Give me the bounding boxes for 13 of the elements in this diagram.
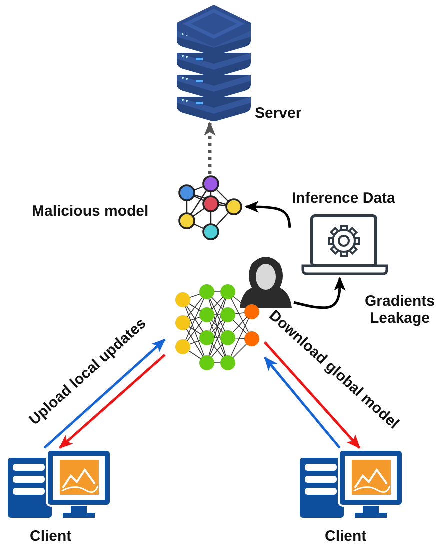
arrow	[264, 356, 341, 449]
node-label: Client	[30, 528, 72, 546]
arrow	[59, 354, 166, 449]
arrow	[264, 342, 361, 449]
node-label: Client	[325, 528, 367, 546]
dotted-arrow	[204, 122, 216, 174]
node-label: Inference Data	[292, 190, 396, 208]
node-label: Server	[255, 105, 302, 122]
arrow	[244, 201, 292, 228]
edge-label: Gradients Leakage	[364, 293, 436, 328]
arrow	[294, 276, 346, 310]
arrow	[44, 338, 166, 449]
node-label: Malicious model	[32, 203, 149, 220]
